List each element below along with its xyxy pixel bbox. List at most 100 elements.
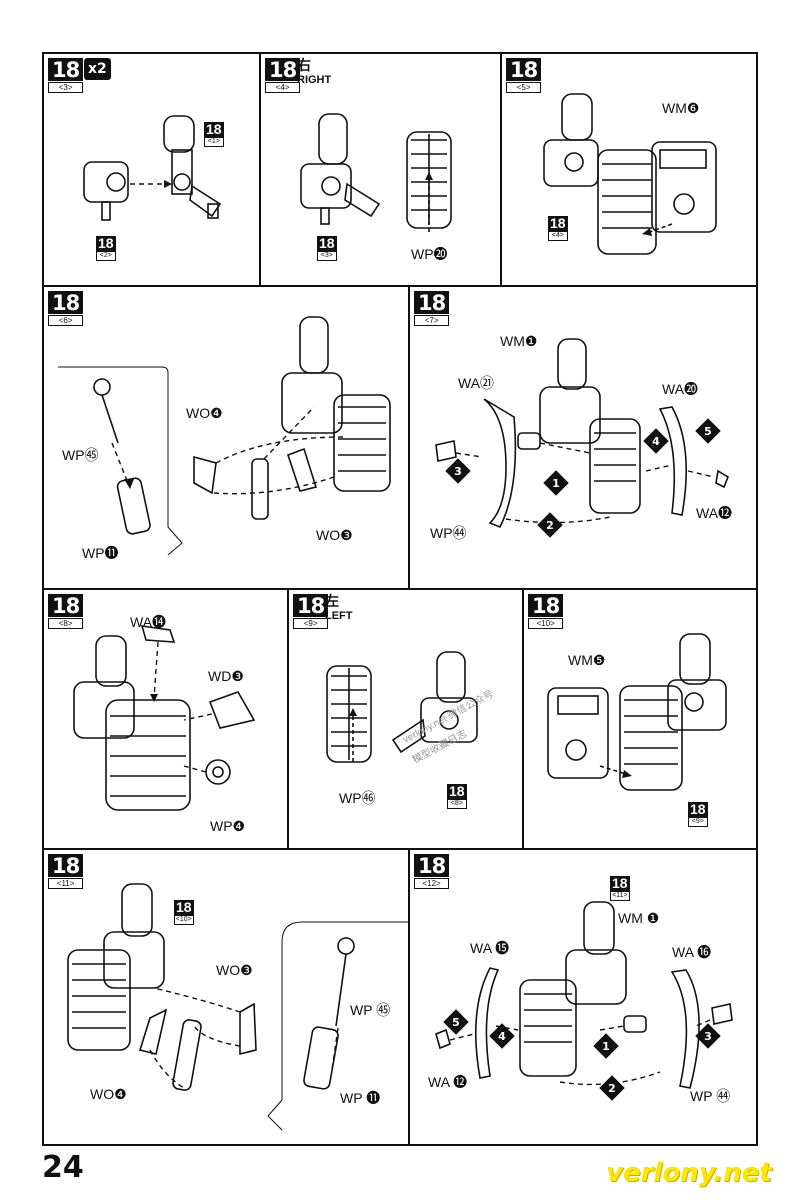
part-label: WM❺ (568, 652, 606, 668)
step-panel-3: 18 <3> x2 18 <1> 18 <2> (42, 52, 261, 287)
assembly-illustration (58, 316, 391, 556)
step-panel-12: 5 4 1 3 2 18 <12> 18 <11> WM ❶ WA ⓯ WA ⓰… (408, 848, 758, 1146)
step-number-sub: <9> (293, 618, 329, 629)
assembly-illustration (67, 883, 408, 1131)
part-label: WA ⓯ (470, 940, 510, 956)
step-number-main: 18 (48, 291, 84, 314)
step-number: 18 <5> (506, 58, 542, 93)
part-label: WO❸ (216, 962, 253, 978)
part-ref-badge: 18 <8> (447, 783, 467, 809)
step-number: 18 <9> (293, 594, 329, 629)
step-panel-7: 3 1 2 4 5 18 <7> WM❶ WA㉑ WA⓴ WP㊹ WA⓬ (408, 285, 758, 590)
assembly-illustration (83, 115, 222, 221)
step-number-sub: <7> (414, 315, 450, 326)
step-number-sub: <3> (48, 82, 84, 93)
part-ref-badge: 18 <3> (317, 235, 337, 261)
step-number-main: 18 (265, 58, 301, 81)
step-arrow-number: 1 (602, 1040, 610, 1053)
part-label: WM ❶ (618, 910, 660, 926)
step-number-main: 18 (293, 594, 329, 617)
step-number-main: 18 (414, 291, 450, 314)
part-label: WP⓫ (82, 545, 119, 561)
part-label: WM❻ (662, 100, 700, 116)
side-indicator: 右 RIGHT (297, 58, 331, 88)
part-ref-badge: 18 <1> (204, 121, 224, 147)
side-label-cn: 左 (325, 593, 339, 609)
part-label: WP㊻ (339, 790, 376, 806)
step-panel-5: 18 <5> WM❻ 18 <4> (500, 52, 758, 287)
step-number: 18 <8> (48, 594, 84, 629)
step-number-sub: <5> (506, 82, 542, 93)
step-panel-6: 18 <6> WO❹ WP㊺ WP⓫ WO❸ (42, 285, 410, 590)
brand-watermark: verlony.net (606, 1158, 772, 1188)
part-label: WA⓴ (662, 381, 699, 397)
assembly-illustration: 5 4 1 3 2 (435, 901, 733, 1101)
part-ref-badge: 18 <10> (174, 899, 194, 925)
assembly-illustration (326, 651, 478, 763)
part-label: WA ⓬ (428, 1074, 468, 1090)
part-ref-badge: 18 <11> (610, 875, 630, 901)
step-arrow-number: 5 (704, 425, 712, 438)
step-arrow-number: 4 (652, 435, 660, 448)
assembly-illustration: 3 1 2 4 5 (435, 338, 729, 538)
part-label: WO❹ (90, 1086, 127, 1102)
step-number: 18 <10> (528, 594, 564, 629)
part-label: WA ⓰ (672, 944, 712, 960)
step-arrow-number: 5 (452, 1016, 460, 1029)
part-label: WA⓮ (130, 614, 167, 630)
step-panel-8: 18 <8> WA⓮ WD❸ WP❹ (42, 588, 289, 850)
step-number-sub: <10> (528, 618, 564, 629)
part-label: WP ㊹ (690, 1088, 731, 1104)
step-arrow-number: 3 (454, 465, 462, 478)
step-number-sub: <11> (48, 878, 84, 889)
part-label: WP❹ (210, 818, 246, 834)
step-number: 18 <4> (265, 58, 301, 93)
multiplier-badge: x2 (84, 58, 111, 80)
side-label-en: LEFT (325, 610, 353, 622)
assembly-illustration (543, 93, 717, 255)
part-label: WP⓴ (411, 246, 448, 262)
part-label: WM❶ (500, 333, 538, 349)
part-ref-badge: 18 <2> (96, 235, 116, 261)
part-ref-badge: 18 <9> (688, 801, 708, 827)
step-arrow-number: 4 (498, 1030, 506, 1043)
step-number-main: 18 (528, 594, 564, 617)
step-arrow-number: 2 (546, 519, 554, 532)
part-label: WA⓬ (696, 505, 733, 521)
step-number-main: 18 (48, 594, 84, 617)
side-indicator: 左 LEFT (325, 594, 353, 624)
side-label-cn: 右 (297, 57, 311, 73)
step-number: 18 <12> (414, 854, 450, 889)
step-number-sub: <4> (265, 82, 301, 93)
step-panel-11: 18 <11> 18 <10> WO❸ WP ㊺ WO❹ WP ⓫ (42, 848, 410, 1146)
step-arrow-number: 1 (552, 477, 560, 490)
step-number-sub: <8> (48, 618, 84, 629)
part-label: WP㊹ (430, 525, 467, 541)
step-number: 18 <7> (414, 291, 450, 326)
side-label-en: RIGHT (297, 74, 332, 86)
assembly-illustration (547, 633, 727, 791)
part-label: WO❹ (186, 405, 223, 421)
step-panel-10: 18 <10> WM❺ 18 <9> (522, 588, 758, 850)
step-panel-4: 18 <4> 右 RIGHT 18 <3> WP⓴ (259, 52, 502, 287)
step-number-main: 18 (506, 58, 542, 81)
step-arrow-number: 2 (608, 1082, 616, 1095)
part-label: WO❸ (316, 527, 353, 543)
assembly-illustration (300, 113, 452, 232)
part-label: WA㉑ (458, 375, 495, 391)
step-arrow-number: 3 (704, 1030, 712, 1043)
step-number: 18 <6> (48, 291, 84, 326)
step-panel-9: verlony.net 微信公众号 模型收藏日志 18 <9> 左 LEFT W… (287, 588, 524, 850)
step-number-main: 18 (414, 854, 450, 877)
step-number-sub: <6> (48, 315, 84, 326)
part-label: WP㊺ (62, 447, 99, 463)
step-number: 18 <3> (48, 58, 84, 93)
step-number-main: 18 (48, 854, 84, 877)
step-number-sub: <12> (414, 878, 450, 889)
part-label: WP ㊺ (350, 1002, 391, 1018)
step-number: 18 <11> (48, 854, 84, 889)
page-number: 24 (42, 1150, 84, 1185)
step-number-main: 18 (48, 58, 84, 81)
assembly-illustration (73, 625, 256, 811)
part-ref-badge: 18 <4> (548, 215, 568, 241)
